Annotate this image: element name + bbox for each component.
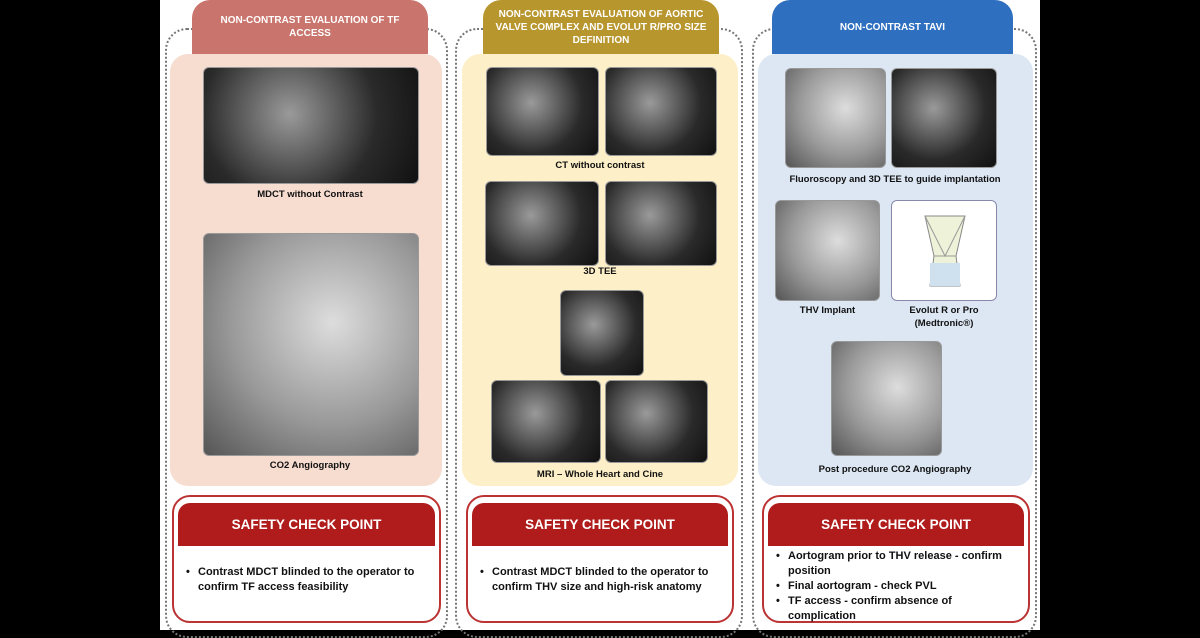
ct-image-1 — [486, 67, 599, 156]
safety-item: Contrast MDCT blinded to the operator to… — [186, 565, 431, 595]
tee-image-2 — [605, 181, 717, 266]
safety-check-box-1: SAFETY CHECK POINT Contrast MDCT blinded… — [172, 495, 441, 623]
caption: MRI – Whole Heart and Cine — [536, 469, 664, 480]
thv-implant-image — [775, 200, 880, 301]
tee-3d-image — [891, 68, 997, 168]
caption: CO2 Angiography — [269, 460, 351, 471]
mri-image-3 — [605, 380, 708, 463]
safety-item: Aortogram prior to THV release - confirm… — [776, 549, 1020, 579]
safety-check-box-2: SAFETY CHECK POINT Contrast MDCT blinded… — [466, 495, 734, 623]
safety-item: Contrast MDCT blinded to the operator to… — [480, 565, 724, 595]
caption: THV Implant — [799, 305, 856, 316]
safety-title: SAFETY CHECK POINT — [472, 503, 728, 546]
mdct-image — [203, 67, 419, 184]
column-2-header: NON-CONTRAST EVALUATION OF AORTIC VALVE … — [483, 0, 719, 54]
safety-check-box-3: SAFETY CHECK POINT Aortogram prior to TH… — [762, 495, 1030, 623]
caption: Fluoroscopy and 3D TEE to guide implanta… — [789, 174, 1001, 185]
fluoroscopy-image — [785, 68, 886, 168]
mri-image-1 — [560, 290, 644, 376]
caption: CT without contrast — [555, 160, 645, 171]
caption: 3D TEE — [583, 266, 617, 277]
valve-stent-icon — [924, 215, 966, 287]
caption: Post procedure CO2 Angiography — [818, 464, 972, 475]
safety-item: TF access - confirm absence of complicat… — [776, 594, 1020, 624]
post-procedure-angiography-image — [831, 341, 942, 456]
evolut-valve-image — [891, 200, 997, 301]
co2-angiography-image — [203, 233, 419, 456]
tee-image-1 — [485, 181, 599, 266]
ct-image-2 — [605, 67, 717, 156]
column-3-header: NON-CONTRAST TAVI — [772, 0, 1013, 54]
column-1-header: NON-CONTRAST EVALUATION OF TF ACCESS — [192, 0, 428, 54]
safety-title: SAFETY CHECK POINT — [768, 503, 1024, 546]
caption: Evolut R or Pro (Medtronic®) — [909, 305, 979, 329]
safety-title: SAFETY CHECK POINT — [178, 503, 435, 546]
mri-image-2 — [491, 380, 601, 463]
safety-item: Final aortogram - check PVL — [776, 579, 1020, 594]
caption: MDCT without Contrast — [257, 189, 363, 200]
